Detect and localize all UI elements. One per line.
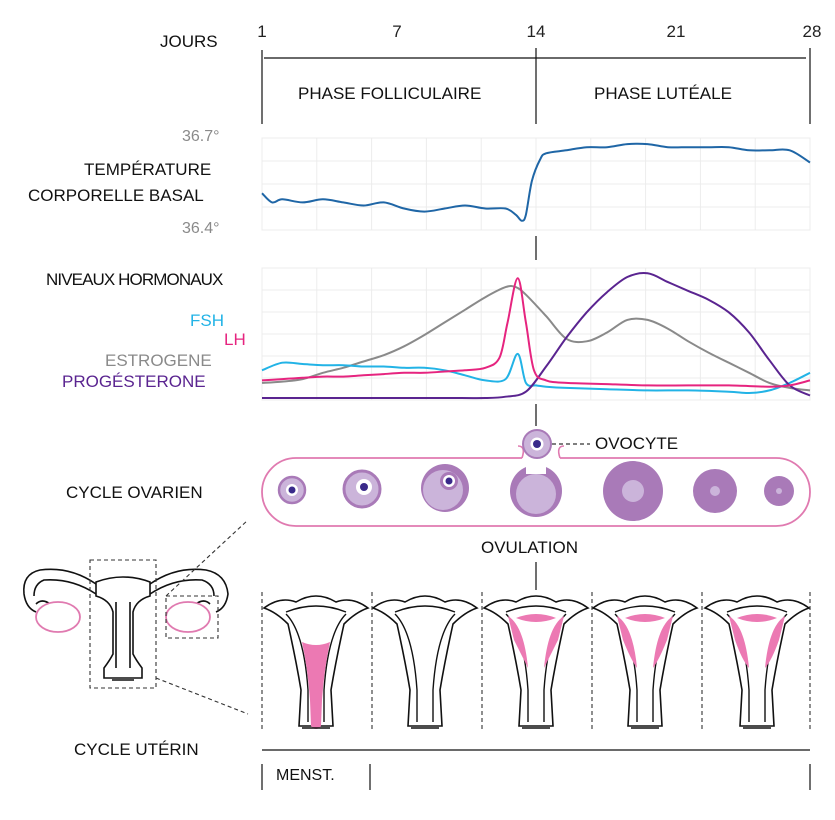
uterine-cycle-panels — [261, 592, 811, 732]
temperature-grid — [262, 138, 810, 230]
fsh-line — [261, 352, 811, 395]
oocyte-label: OVOCYTE — [595, 434, 679, 453]
right-ovary-icon — [165, 601, 211, 633]
ovary-capsule — [261, 457, 811, 527]
days-axis-label: JOURS — [160, 32, 218, 51]
ovarian-cycle — [261, 429, 811, 527]
left-ovary-icon — [35, 601, 81, 633]
legend-estrogen: ESTROGENE — [105, 351, 212, 370]
menses-label: MENST. — [276, 767, 335, 784]
hormones-title: NIVEAUX HORMONAUX — [46, 270, 223, 289]
corpus-albicans-icon — [764, 476, 794, 506]
temperature-line — [261, 142, 811, 222]
follicle-primary-icon — [342, 469, 382, 509]
lh-line — [261, 277, 811, 388]
zoom-boxes — [89, 519, 249, 715]
legend-progesterone: PROGÉSTERONE — [62, 372, 206, 391]
temperature-title-line2: CORPORELLE BASAL — [28, 186, 204, 205]
ovulation-label: OVULATION — [481, 538, 578, 557]
temperature-title-line1: TEMPÉRATURE — [84, 160, 212, 179]
reproductive-organ-illustration — [23, 568, 229, 681]
legend-lh: LH — [224, 330, 246, 349]
phase-follicular-label: PHASE FOLLICULAIRE — [298, 84, 482, 103]
temperature-chart — [261, 137, 811, 231]
uterus-stage-4-icon — [591, 595, 699, 729]
legend-fsh: FSH — [190, 311, 224, 330]
uterine-timeline — [261, 749, 811, 790]
uterus-stage-1-icon — [262, 595, 370, 729]
corpus-luteum-regressing-icon — [693, 469, 737, 513]
progesterone-line — [262, 272, 811, 400]
day-tick-28: 28 — [802, 22, 822, 41]
temperature-max-label: 36.7° — [182, 128, 220, 145]
hormone-chart — [261, 267, 811, 401]
hormone-grid — [262, 268, 810, 400]
phase-header — [261, 48, 811, 124]
oocyte-icon — [522, 429, 552, 459]
day-tick-1: 1 — [257, 22, 267, 41]
temperature-min-label: 36.4° — [182, 220, 220, 237]
corpus-luteum-icon — [603, 461, 663, 521]
ovarian-cycle-title: CYCLE OVARIEN — [66, 483, 203, 502]
uterus-stage-3-icon — [482, 595, 590, 729]
follicle-secondary-icon — [421, 464, 469, 512]
capsule-notch-right — [557, 445, 565, 459]
hormone-series — [261, 272, 811, 400]
follicle-ruptured-icon — [510, 460, 562, 517]
uterine-cycle-title: CYCLE UTÉRIN — [74, 740, 199, 759]
day-tick-21: 21 — [666, 22, 686, 41]
uterus-stage-2-icon — [371, 595, 479, 729]
day-tick-14: 14 — [526, 22, 546, 41]
day-tick-7: 7 — [392, 22, 402, 41]
uterus-stage-5-icon — [703, 595, 811, 729]
phase-luteal-label: PHASE LUTÉALE — [594, 84, 732, 103]
follicle-primordial-icon — [277, 475, 307, 505]
estrogen-line — [261, 285, 811, 392]
temperature-series — [261, 142, 811, 222]
